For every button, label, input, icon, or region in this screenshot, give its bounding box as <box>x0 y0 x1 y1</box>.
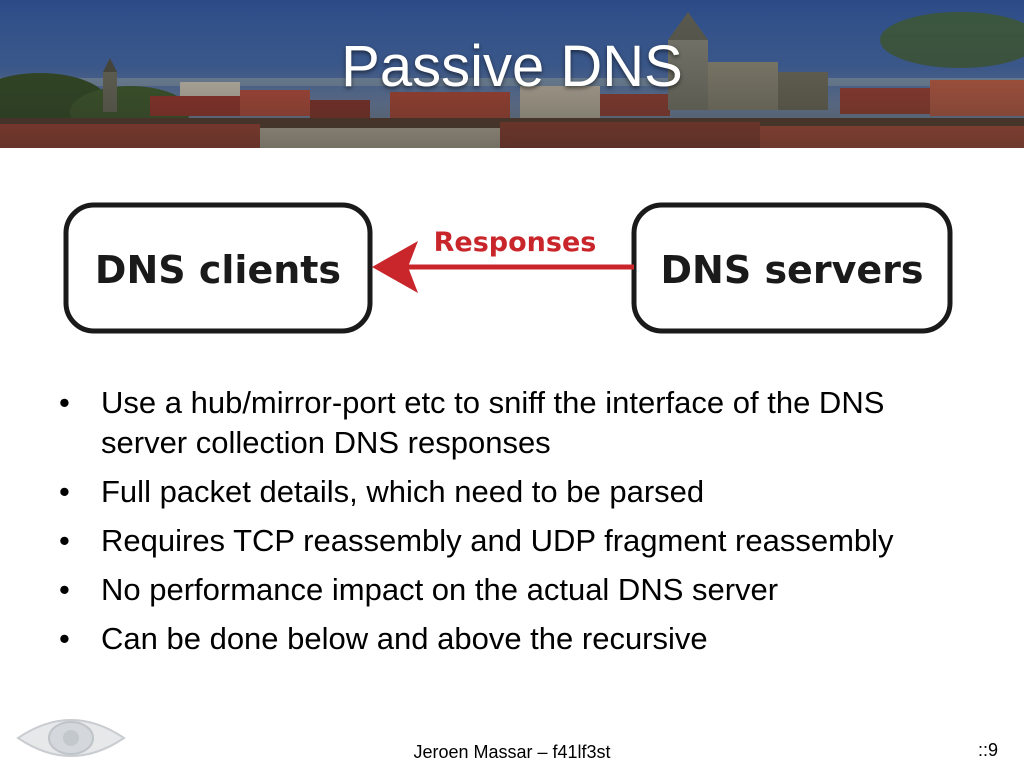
bullet-item: • Full packet details, which need to be p… <box>55 472 955 512</box>
bullet-text: Full packet details, which need to be pa… <box>101 474 705 509</box>
page-number: ::9 <box>977 740 998 760</box>
eye-logo-icon <box>16 719 126 757</box>
slide-title: Passive DNS <box>341 34 683 99</box>
bullet-item: • Use a hub/mirror-port etc to sniff the … <box>55 383 955 463</box>
responses-label: Responses <box>433 227 597 258</box>
footer-author: Jeroen Massar – f41lf3st <box>413 742 611 762</box>
dns-servers-label: DNS servers <box>660 248 924 292</box>
bullet-list: • Use a hub/mirror-port etc to sniff the … <box>55 383 955 668</box>
bullet-text: Use a hub/mirror-port etc to sniff the i… <box>101 385 885 460</box>
bullet-text: No performance impact on the actual DNS … <box>101 572 779 607</box>
bullet-text: Can be done below and above the recursiv… <box>101 621 708 656</box>
city-photo-background <box>0 0 1024 148</box>
dns-clients-box <box>63 202 373 334</box>
bullet-item: • Requires TCP reassembly and UDP fragmen… <box>55 521 955 561</box>
bullet-dot: • <box>59 474 70 509</box>
bullet-item: • No performance impact on the actual DNS… <box>55 570 955 610</box>
bullet-dot: • <box>59 385 70 420</box>
bullet-text: Requires TCP reassembly and UDP fragment… <box>101 523 894 558</box>
dns-flow-diagram: DNS clients DNS servers Responses <box>0 195 1024 345</box>
bullet-item: • Can be done below and above the recursi… <box>55 619 955 659</box>
bullet-dot: • <box>59 621 70 656</box>
bullet-dot: • <box>59 572 70 607</box>
header-banner: Passive DNS <box>0 0 1024 148</box>
left-arrow-icon <box>372 241 634 293</box>
bullet-dot: • <box>59 523 70 558</box>
dns-clients-label: DNS clients <box>94 248 342 292</box>
